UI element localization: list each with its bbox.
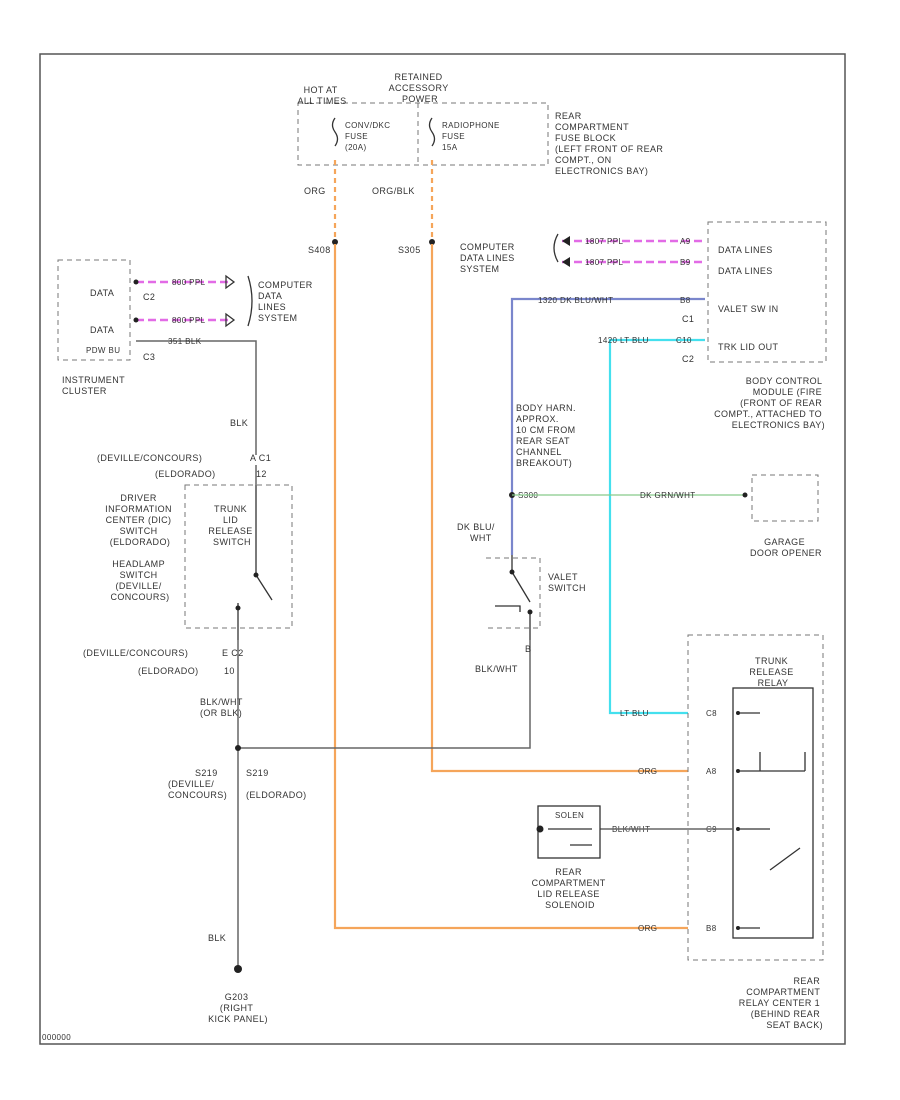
fuse-1-label: CONV/DKC FUSE (20A) bbox=[345, 121, 393, 152]
valet-wire-label: 1320 DK BLU/WHT bbox=[538, 296, 613, 305]
bcm-pin-b9: B9 bbox=[680, 258, 691, 267]
s408-label: S408 bbox=[308, 245, 331, 255]
bcm-pin-a9: A9 bbox=[680, 237, 691, 246]
solenoid-box bbox=[537, 805, 601, 859]
blk-wht-label: BLK/WHT bbox=[475, 664, 518, 674]
bcm-wire-2-label: 1807 PPL bbox=[585, 258, 623, 267]
trunk-relay-label: TRUNK RELEASE RELAY bbox=[749, 656, 796, 688]
s219-a-label: S219 (DEVILLE/ CONCOURS) bbox=[168, 768, 227, 800]
bcm-data-1: DATA LINES bbox=[718, 245, 773, 255]
g203-label: G203 (RIGHT KICK PANEL) bbox=[208, 992, 268, 1024]
valet-switch-box bbox=[486, 557, 541, 629]
instrument-cluster-label: INSTRUMENT CLUSTER bbox=[62, 375, 128, 396]
trk-lid-out: TRK LID OUT bbox=[718, 342, 779, 352]
ic-data-2: DATA bbox=[90, 325, 114, 335]
orange-wire-left bbox=[333, 244, 688, 930]
rear-fuse-block-label: REAR COMPARTMENT FUSE BLOCK (LEFT FRONT … bbox=[555, 111, 666, 176]
valet-switch-label: VALET SWITCH bbox=[548, 572, 586, 593]
blk-label-1: BLK bbox=[230, 418, 248, 428]
splice-s305 bbox=[429, 239, 435, 245]
garage-door-opener-box bbox=[751, 474, 819, 522]
fuse-1-symbol bbox=[331, 117, 339, 147]
ic-c3: C3 bbox=[143, 352, 155, 362]
solenoid-box-label: SOLEN bbox=[555, 811, 584, 820]
bcm-c1: C1 bbox=[682, 314, 694, 324]
dk-blu-wht-label: DK BLU/ WHT bbox=[457, 522, 498, 543]
instrument-cluster-box bbox=[57, 259, 131, 361]
ground-g203 bbox=[234, 965, 242, 973]
relay-pin-c8: C8 bbox=[706, 709, 717, 718]
cyan-pin-label: C10 bbox=[676, 336, 692, 345]
valet-wire bbox=[510, 297, 705, 555]
fuse-2-label: RADIOPHONE FUSE 15A bbox=[442, 121, 502, 152]
connector-12: 12 bbox=[256, 469, 267, 479]
bcm-c2: C2 bbox=[682, 354, 694, 364]
deville-concours-2: (DEVILLE/CONCOURS) bbox=[83, 648, 188, 658]
bcm-label: BODY CONTROL MODULE (FIRE (FRONT OF REAR… bbox=[714, 376, 825, 430]
blk-label-2: BLK bbox=[208, 933, 226, 943]
solenoid-label: REAR COMPARTMENT LID RELEASE SOLENOID bbox=[532, 867, 609, 910]
headlamp-label: HEADLAMP SWITCH (DEVILLE/ CONCOURS) bbox=[110, 559, 169, 602]
splice-s408 bbox=[332, 239, 338, 245]
wire-org-blk-label: ORG/BLK bbox=[372, 186, 415, 196]
valet-pin-b8: B8 bbox=[680, 296, 691, 305]
relay-wire-lt: LT BLU bbox=[620, 709, 649, 718]
orange-wire-right bbox=[430, 244, 688, 773]
comp-data-1-label: COMPUTER DATA LINES SYSTEM bbox=[258, 280, 316, 323]
cyan-wire-label: 1420 LT BLU bbox=[598, 336, 649, 345]
dic-label: DRIVER INFORMATION CENTER (DIC) SWITCH (… bbox=[105, 493, 175, 547]
bcm-box bbox=[707, 221, 827, 363]
valet-sw-in: VALET SW IN bbox=[718, 304, 779, 314]
ground-wire-valet bbox=[238, 640, 531, 749]
trunk-relay-body bbox=[732, 687, 814, 939]
eldorado-1: (ELDORADO) bbox=[155, 469, 216, 479]
diagram-frame bbox=[39, 53, 846, 1045]
ic-wire-1-label: 800 PPL bbox=[172, 278, 206, 287]
valet-b-label: B bbox=[525, 644, 531, 654]
trunk-lid-out-wire bbox=[608, 338, 705, 715]
ic-wire-2-label: 800 PPL bbox=[172, 316, 206, 325]
footer-code: 000000 bbox=[42, 1033, 71, 1042]
fuse-block-box bbox=[297, 102, 549, 166]
garage-wire-label: DK GRN/WHT bbox=[640, 491, 696, 500]
connector-10: 10 bbox=[224, 666, 235, 676]
hot-at-all-times-label: HOT AT ALL TIMES bbox=[297, 85, 346, 106]
bcm-data-2: DATA LINES bbox=[718, 266, 773, 276]
relay-org-2: ORG bbox=[638, 924, 657, 933]
s305-label: S305 bbox=[398, 245, 421, 255]
relay-center-box bbox=[687, 634, 824, 961]
ic-data-1: DATA bbox=[90, 288, 114, 298]
relay-org-1: ORG bbox=[638, 767, 657, 776]
relay-pin-a8: A8 bbox=[706, 767, 717, 776]
relay-center-label: REAR COMPARTMENT RELAY CENTER 1 (BEHIND … bbox=[739, 976, 823, 1030]
valet-switch-symbol bbox=[495, 555, 531, 640]
wire-org-label: ORG bbox=[304, 186, 326, 196]
connector-e: E C2 bbox=[222, 648, 244, 658]
splice-s219 bbox=[235, 745, 241, 751]
deville-concours-1: (DEVILLE/CONCOURS) bbox=[97, 453, 202, 463]
bcm-wire-1-label: 1807 PPL bbox=[585, 237, 623, 246]
connector-a11: A C1 bbox=[250, 453, 271, 463]
relay-pin-b8: B8 bbox=[706, 924, 717, 933]
ic-c2: C2 bbox=[143, 292, 155, 302]
garage-label: GARAGE DOOR OPENER bbox=[750, 537, 822, 558]
eldorado-2: (ELDORADO) bbox=[138, 666, 199, 676]
retained-power-label: RETAINED ACCESSORY POWER bbox=[389, 72, 452, 104]
ic-wire-3-label: 351 BLK bbox=[168, 337, 202, 346]
trunk-lid-switch-label: TRUNK LID RELEASE SWITCH bbox=[208, 504, 255, 547]
s219-b-label: S219 (ELDORADO) bbox=[246, 768, 307, 800]
comp-data-2-label: COMPUTER DATA LINES SYSTEM bbox=[460, 242, 518, 274]
ic-gnd: PDW BU bbox=[86, 346, 120, 355]
blk-wht-or-blk: BLK/WHT (OR BLK) bbox=[200, 697, 246, 718]
ic-ground-wire bbox=[136, 340, 257, 455]
body-harn-label: BODY HARN. APPROX. 10 CM FROM REAR SEAT … bbox=[516, 403, 579, 468]
fuse-2-symbol bbox=[428, 117, 436, 147]
